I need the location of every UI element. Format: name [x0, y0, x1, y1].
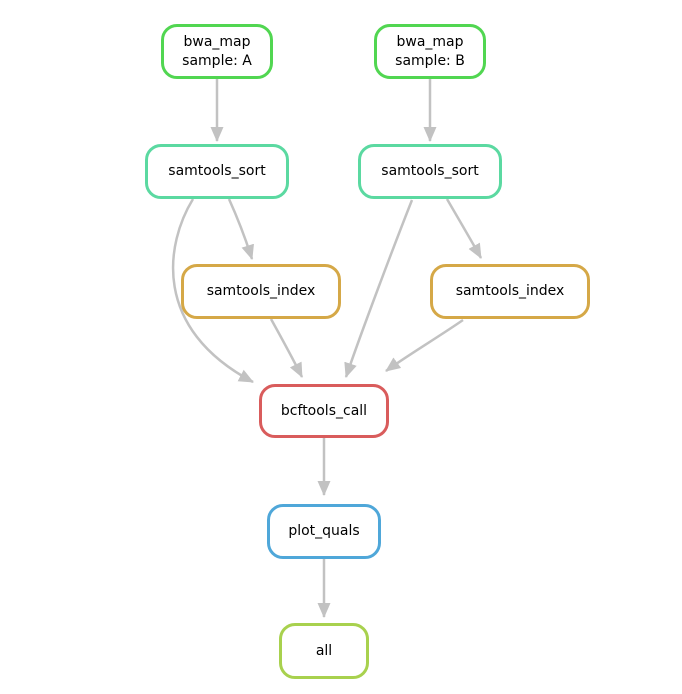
node-label: bwa_map — [396, 33, 464, 50]
dag-node-bwa-map-sample-a: bwa_map sample: A — [161, 24, 273, 79]
node-label: samtools_index — [455, 283, 565, 299]
edge-samtools-sort-a-to-samtools-index-a — [227, 198, 254, 260]
node-label: bcftools_call — [280, 402, 368, 419]
node-label: samtools_index — [206, 283, 316, 299]
node-sublabel: sample: A — [182, 52, 252, 69]
node-label: bwa_map — [183, 33, 251, 50]
dag-node-samtools-sort-a: samtools_sort — [145, 144, 289, 199]
node-label: plot_quals — [288, 523, 360, 539]
edge-samtools-sort-a-to-bcftools-call — [171, 198, 254, 384]
node-label: all — [315, 642, 333, 659]
dag-node-samtools-sort-b: samtools_sort — [358, 144, 502, 199]
edge-samtools-index-b-to-bcftools-call — [385, 318, 464, 373]
node-label: samtools_sort — [381, 163, 479, 179]
dag-node-all: all — [279, 623, 369, 679]
edge-samtools-index-a-to-bcftools-call — [269, 318, 304, 378]
edge-samtools-sort-b-to-bcftools-call — [344, 199, 414, 378]
node-sublabel: sample: B — [395, 52, 465, 69]
dag-node-samtools-index-b: samtools_index — [430, 264, 590, 319]
dag-node-samtools-index-a: samtools_index — [181, 264, 341, 319]
dag-node-bcftools-call: bcftools_call — [259, 384, 389, 438]
dag-node-bwa-map-sample-b: bwa_map sample: B — [374, 24, 486, 79]
dag-node-plot-quals: plot_quals — [267, 504, 381, 559]
edge-samtools-sort-b-to-samtools-index-b — [445, 198, 483, 259]
node-label: samtools_sort — [168, 163, 266, 179]
